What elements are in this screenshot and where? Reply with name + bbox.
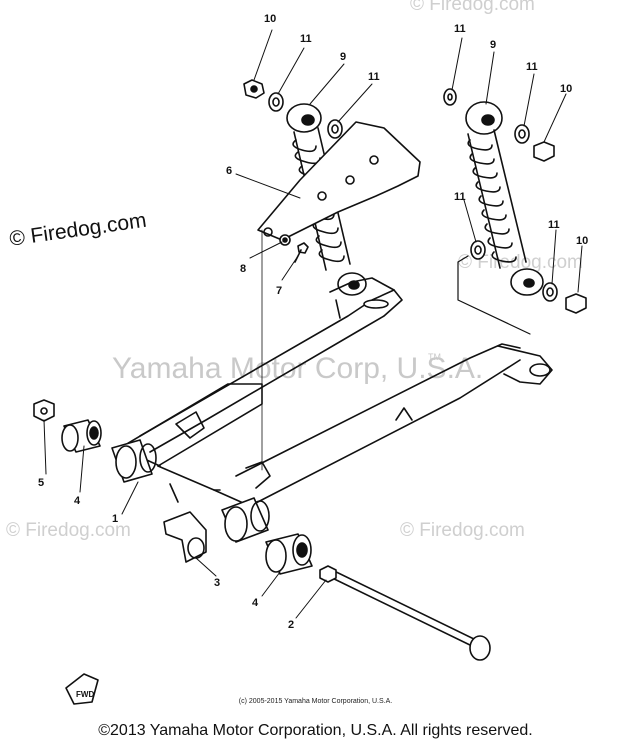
right-bottom-washer-11-b: [542, 282, 558, 302]
washer-8: [279, 234, 291, 246]
callout-4-right: 4: [252, 597, 259, 609]
callout-10-right-bottom: 10: [576, 235, 588, 247]
callout-3: 3: [214, 577, 220, 589]
trademark-mark: TM: [428, 352, 441, 362]
pivot-tube-left: [111, 439, 157, 483]
right-bottom-washer-11: [470, 240, 486, 260]
callout-1: 1: [112, 513, 118, 525]
shock-bracket-6: [257, 121, 421, 241]
firedog-watermark-mid-right: © Firedog.com: [458, 252, 583, 273]
yamaha-watermark: Yamaha Motor Corp, U.S.A.: [112, 352, 484, 385]
forward-arrow-icon: FWD: [65, 673, 99, 705]
callout-11-left-mid: 11: [368, 71, 380, 83]
callout-11-left-top: 11: [300, 33, 312, 45]
callout-10-left-top: 10: [264, 13, 276, 25]
right-top-nut-10: [533, 141, 555, 162]
firedog-watermark-top-right: © Firedog.com: [410, 0, 535, 15]
callout-8: 8: [240, 263, 246, 275]
callout-9-left: 9: [340, 51, 346, 63]
collar-3: [163, 511, 207, 563]
callout-7: 7: [276, 285, 282, 297]
bolt-7: [294, 242, 309, 263]
swing-arm-1: [119, 277, 553, 507]
pivot-tube-right: [221, 497, 270, 543]
callout-2: 2: [288, 619, 294, 631]
pivot-shaft-2: [319, 565, 491, 661]
right-top-washer-11: [443, 88, 457, 106]
bushing-4-right: [265, 533, 313, 575]
right-shock-absorber: [465, 101, 544, 296]
bushing-4-left: [61, 419, 102, 453]
callout-11-right-bottom: 11: [548, 219, 560, 231]
callout-11-right-mid: 11: [526, 61, 538, 73]
callout-6: 6: [226, 165, 232, 177]
callout-labels: 10 11 9 11 6 8 7 11 9 11 10 11 11 10 5 4…: [38, 13, 588, 631]
right-top-washer-11-b: [514, 124, 530, 144]
left-top-washer-11-right: [327, 119, 343, 139]
leader-lines: [43, 29, 583, 619]
callout-4-left: 4: [74, 495, 81, 507]
right-bottom-nut-10: [565, 293, 587, 314]
svg-text:FWD: FWD: [76, 690, 94, 699]
left-top-washer-11: [268, 92, 284, 112]
callout-11-right-top: 11: [454, 23, 466, 35]
footer-copyright: ©2013 Yamaha Motor Corporation, U.S.A. A…: [98, 722, 533, 739]
firedog-watermark-bottom-left: © Firedog.com: [6, 520, 131, 541]
nut-5: [33, 399, 55, 422]
callout-10-right-top: 10: [560, 83, 572, 95]
left-top-nut-10: [243, 79, 265, 99]
callout-5: 5: [38, 477, 44, 489]
callout-9-right: 9: [490, 39, 496, 51]
firedog-watermark-bottom-right: © Firedog.com: [400, 520, 525, 541]
callout-11-right-lower: 11: [454, 191, 466, 203]
small-copyright: (c) 2005-2015 Yamaha Motor Corporation, …: [238, 698, 393, 705]
